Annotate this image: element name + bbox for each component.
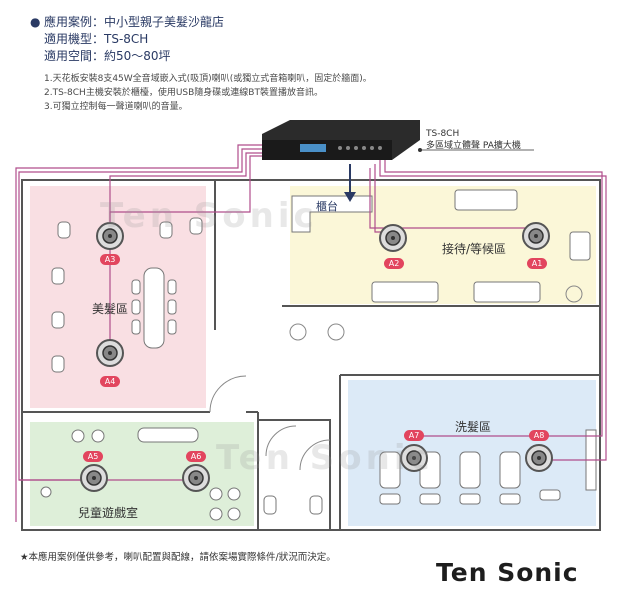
speaker-tag: A4	[100, 376, 120, 387]
case-label: 應用案例：	[44, 15, 105, 29]
speaker-tag: A6	[186, 451, 206, 462]
case-header: ●應用案例：中小型親子美髮沙龍店 適用機型：TS-8CH 適用空間：約50～80…	[30, 14, 224, 65]
install-notes: 1.天花板安裝8支45W全音域嵌入式(吸頂)喇叭(或獨立式音箱喇叭，固定於牆面)…	[44, 72, 372, 114]
counter-label: 櫃台	[316, 200, 338, 213]
speaker-icon	[80, 464, 108, 492]
brand-logo: Ten Sonic	[436, 558, 579, 587]
speakers	[80, 222, 553, 492]
speaker-tag: A2	[384, 258, 404, 269]
speaker-tag: A7	[404, 430, 424, 441]
note-item: 2.TS-8CH主機安裝於櫃檯，使用USB隨身碟或連線BT裝置播放音訊。	[44, 88, 323, 98]
speaker-tag: A3	[100, 254, 120, 265]
note-item: 3.可獨立控制每一聲道喇叭的音量。	[44, 102, 188, 112]
speaker-icon	[522, 222, 550, 250]
wash-label: 洗髮區	[455, 420, 492, 434]
model-value: TS-8CH	[104, 32, 149, 46]
bullet-icon: ●	[30, 15, 41, 29]
case-value: 中小型親子美髮沙龍店	[104, 15, 225, 29]
reception-label: 接待/等候區	[442, 242, 507, 256]
speaker-tag: A8	[529, 430, 549, 441]
speaker-icon	[96, 222, 124, 250]
salon-furniture	[51, 217, 203, 373]
note-item: 1.天花板安裝8支45W全音域嵌入式(吸頂)喇叭(或獨立式音箱喇叭，固定於牆面)…	[44, 74, 372, 84]
amp-pointer	[418, 148, 534, 152]
salon-label: 美髮區	[92, 302, 129, 316]
amplifier-unit	[262, 120, 420, 160]
kids-label: 兒童遊戲室	[78, 506, 139, 520]
amplifier-model: TS-8CH	[426, 129, 460, 139]
speaker-icon	[400, 444, 428, 472]
speaker-tag: A5	[83, 451, 103, 462]
counter-arrow	[344, 164, 356, 202]
space-label: 適用空間：	[44, 49, 105, 63]
amplifier-label: TS-8CH 多區域立體聲 PA擴大機	[426, 128, 521, 152]
speaker-tag: A1	[527, 258, 547, 269]
watermark-text: Ten Sonic	[216, 438, 434, 478]
speaker-icon	[182, 464, 210, 492]
plants	[289, 285, 583, 341]
space-value: 約50～80坪	[104, 49, 171, 63]
speaker-icon	[525, 444, 553, 472]
footnote: ★本應用案例僅供參考，喇叭配置與配線，請依案場實際條件/狀況而決定。	[20, 552, 336, 563]
watermark-text: Ten Sonic	[100, 196, 318, 236]
counter-desk	[291, 195, 373, 233]
reception-furniture	[371, 189, 591, 303]
speaker-icon	[379, 224, 407, 252]
doors	[209, 375, 331, 471]
amplifier-description: 多區域立體聲 PA擴大機	[426, 141, 521, 151]
restroom-fixtures	[263, 495, 323, 515]
speaker-icon	[96, 339, 124, 367]
model-label: 適用機型：	[44, 32, 105, 46]
kids-furniture	[40, 427, 241, 521]
walls	[21, 179, 601, 531]
